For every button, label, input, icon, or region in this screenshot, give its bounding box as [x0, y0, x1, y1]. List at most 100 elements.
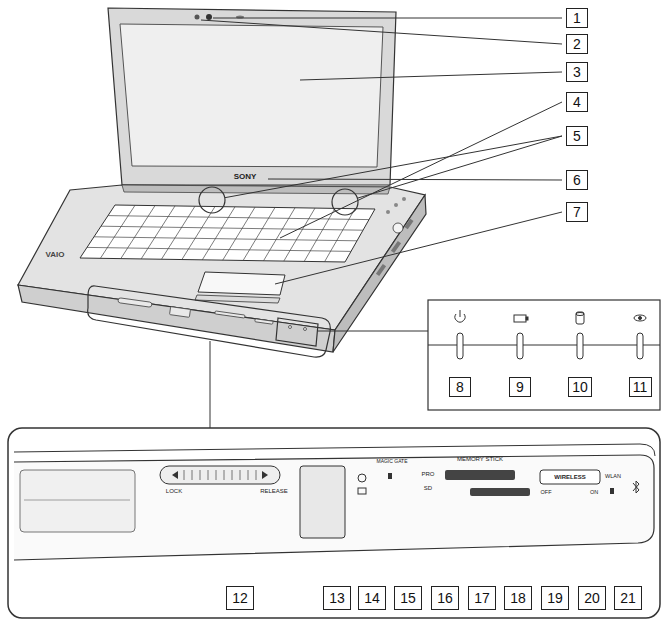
- indicator-panel: [637, 333, 643, 359]
- keyboard: [100, 205, 135, 258]
- laptop-lid: [195, 15, 200, 20]
- indicator-panel: [517, 333, 523, 359]
- keyboard: [121, 206, 155, 259]
- front-port: [300, 466, 345, 538]
- printed-text: RELEASE: [260, 488, 288, 494]
- keyboard: [182, 207, 215, 260]
- indicator-panel: [457, 333, 463, 359]
- printed-text: SD: [424, 485, 432, 491]
- keyboard: [264, 208, 296, 261]
- front-port: [160, 466, 639, 538]
- indicator-panel: [428, 300, 660, 410]
- front-edge-detail: [255, 319, 273, 324]
- detail-panel: [8, 428, 660, 618]
- callout-number: 4: [566, 92, 588, 112]
- front-port: [358, 488, 366, 494]
- callout-number: 12: [226, 586, 254, 610]
- laptop-base: [402, 197, 406, 201]
- leader-line: [318, 331, 428, 332]
- detail-panel: [14, 444, 655, 456]
- callout-number: 13: [323, 586, 351, 610]
- laptop-lid: [108, 8, 396, 185]
- laptop-base: [386, 210, 390, 214]
- highlight-ring: [276, 318, 318, 346]
- detail-panel: [14, 455, 654, 560]
- keyboard: [304, 208, 335, 261]
- printed-text: WLAN: [605, 474, 621, 480]
- front-port: [172, 471, 178, 479]
- indicator-icon: [460, 310, 461, 317]
- laptop-base: [18, 185, 426, 352]
- indicator-icon: [576, 313, 584, 316]
- callout-number: 14: [358, 586, 386, 610]
- callout-number: 19: [541, 586, 569, 610]
- callout-number: 1: [566, 8, 588, 28]
- keyboard: [141, 206, 175, 259]
- callout-number: 18: [504, 586, 532, 610]
- keyboard: [223, 207, 255, 260]
- laptop-base: [404, 219, 413, 229]
- indicator-panel: [577, 333, 583, 359]
- leader-line: [201, 20, 562, 44]
- touchpad: [198, 272, 285, 295]
- laptop-base: [391, 241, 401, 253]
- front-edge-detail: [289, 326, 292, 329]
- printed-text: VAIO: [46, 251, 65, 259]
- front-edge-detail: [304, 328, 307, 331]
- callout-number: 21: [614, 586, 642, 610]
- printed-text: WIRELESS: [554, 474, 585, 480]
- printed-text: LOCK: [166, 488, 182, 494]
- printed-text: MAGIC GATE: [376, 459, 407, 464]
- printed-text: MEMORY STICK: [457, 456, 503, 462]
- front-port: [470, 488, 530, 496]
- laptop-base: [393, 223, 403, 233]
- callout-number: 5: [566, 126, 588, 146]
- front-port: [262, 471, 268, 479]
- laptop-base: [376, 264, 386, 276]
- callout-number: 11: [629, 377, 652, 397]
- callout-number: 8: [449, 377, 471, 397]
- callout-number: 16: [431, 586, 459, 610]
- callout-number: 10: [568, 377, 592, 397]
- detail-panel: [24, 500, 130, 501]
- printed-text: OFF: [541, 490, 552, 496]
- highlight-ring: [88, 286, 331, 357]
- indicator-icon: [634, 315, 646, 321]
- keyboard: [162, 206, 196, 259]
- front-port: [388, 473, 392, 479]
- front-edge-detail: [170, 307, 191, 318]
- front-port: [633, 481, 639, 493]
- front-edge-detail: [118, 298, 152, 308]
- callout-number: 6: [566, 170, 588, 190]
- leader-line: [213, 18, 562, 19]
- leader-line: [225, 136, 562, 198]
- detail-panel: [8, 428, 660, 618]
- front-port: [540, 470, 600, 484]
- indicator-icon: [639, 317, 642, 320]
- leader-line: [275, 212, 562, 284]
- laptop-lid: [206, 14, 212, 20]
- callout-number: 17: [468, 586, 496, 610]
- indicator-icon: [526, 317, 528, 320]
- indicator-icon: [455, 310, 646, 324]
- keyboard: [284, 208, 315, 261]
- laptop-base: [18, 285, 335, 352]
- printed-text: SONY: [234, 173, 257, 181]
- highlight-ring: [88, 187, 358, 357]
- leader-line: [210, 341, 211, 428]
- leader-line: [357, 136, 562, 198]
- callout-number: 7: [566, 202, 588, 222]
- keyboard: [325, 209, 355, 262]
- highlight-ring: [199, 187, 225, 213]
- indicator-panel: [428, 300, 660, 410]
- laptop-lid: [108, 8, 396, 185]
- front-port: [160, 466, 280, 484]
- printed-text: ON: [590, 490, 598, 496]
- leader-line: [280, 102, 562, 238]
- keyboard: [202, 207, 235, 260]
- front-port: [445, 470, 515, 480]
- front-port: [358, 474, 366, 482]
- indicator-icon: [576, 312, 584, 324]
- indicator-icon: [514, 315, 526, 322]
